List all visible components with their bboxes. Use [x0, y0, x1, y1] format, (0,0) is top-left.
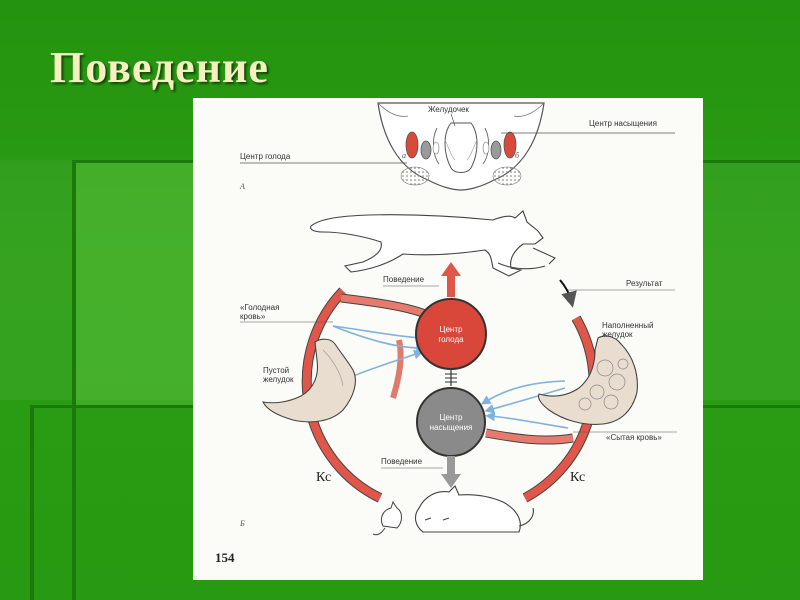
hunger-nucleus-left	[405, 131, 419, 159]
full-stomach-label-1: Наполненный	[602, 321, 653, 330]
sated-blood-label: «Сытая кровь»	[606, 433, 662, 442]
satiety-center-text-2: насыщения	[430, 423, 473, 432]
ventricle-label: Желудочек	[428, 105, 469, 114]
satiety-nucleus-right	[490, 140, 502, 160]
feeding-behavior-diagram: Желудочек Центр насыщения Центр голода а…	[215, 102, 677, 565]
hunger-center-text-2: голода	[438, 335, 464, 344]
panel-letter-a: А	[239, 182, 245, 191]
satiety-nucleus-left	[420, 140, 432, 160]
background-stripe	[72, 160, 76, 600]
satiety-center-text-1: Центр	[440, 413, 463, 422]
hunger-center-text-1: Центр	[440, 325, 463, 334]
behavior-top-label: Поведение	[383, 275, 425, 284]
hungry-blood-label-1: «Голодная	[240, 303, 279, 312]
satiety-center-circle	[416, 387, 486, 457]
page-number: 154	[215, 550, 235, 565]
background-stripe	[30, 405, 34, 600]
empty-stomach-label-2: желудок	[263, 375, 294, 384]
empty-stomach	[262, 338, 356, 423]
hunger-nucleus-right	[503, 131, 517, 159]
full-stomach	[537, 335, 638, 425]
hunger-center-label: Центр голода	[240, 152, 291, 161]
kc-label-left: Кс	[316, 470, 331, 485]
mouse-illustration	[372, 500, 402, 536]
letter-b-small: б	[515, 151, 520, 160]
panel-letter-b: Б	[239, 519, 245, 528]
slide-title: Поведение	[50, 43, 269, 92]
kc-label-right: Кс	[570, 470, 585, 485]
hunting-cat-illustration	[310, 210, 556, 277]
full-stomach-label-2: желудок	[602, 330, 633, 339]
letter-a-small: а	[402, 151, 406, 160]
physiology-figure: Желудочек Центр насыщения Центр голода а…	[193, 98, 703, 580]
satiety-center-label: Центр насыщения	[589, 119, 657, 128]
hunger-center-circle	[415, 298, 487, 370]
hungry-blood-label-2: кровь»	[240, 312, 266, 321]
result-label: Результат	[626, 279, 663, 288]
empty-stomach-label-1: Пустой	[263, 366, 289, 375]
resting-cat-illustration	[414, 485, 534, 533]
brain-section	[377, 102, 545, 191]
behavior-bottom-label: Поведение	[381, 457, 423, 466]
nerve-fibers	[332, 325, 569, 429]
background-panel	[76, 163, 196, 405]
